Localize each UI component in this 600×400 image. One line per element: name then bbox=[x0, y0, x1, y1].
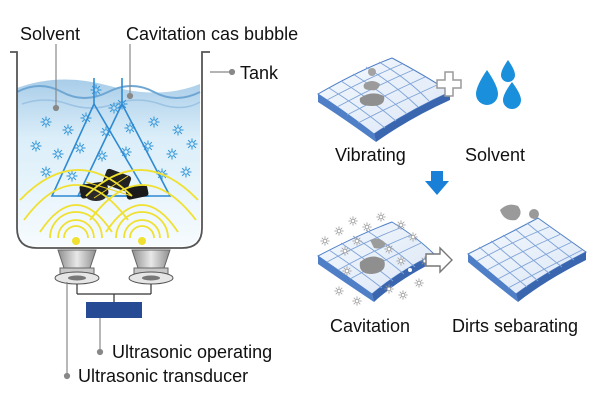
ultrasonic-transducer-left bbox=[54, 249, 100, 285]
label-cavitation: Cavitation bbox=[330, 316, 411, 336]
down-arrow-icon bbox=[425, 171, 449, 195]
label-ultrasonic-transducer: Ultrasonic transducer bbox=[78, 366, 249, 386]
ultrasonic-operating-unit bbox=[86, 302, 142, 318]
tank-outline bbox=[10, 51, 210, 249]
label-tank: Tank bbox=[240, 63, 279, 83]
label-vibrating: Vibrating bbox=[335, 145, 406, 165]
plus-icon bbox=[436, 71, 462, 97]
ultrasonic-waves bbox=[19, 169, 199, 239]
label-dirts-separating: Dirts sebarating bbox=[452, 316, 579, 336]
tank bbox=[10, 51, 210, 249]
wiring bbox=[76, 284, 152, 302]
right-arrow-icon bbox=[425, 246, 453, 274]
label-ultrasonic-operating: Ultrasonic operating bbox=[112, 342, 273, 362]
water-drops-icon bbox=[476, 60, 521, 109]
leader-lines bbox=[52, 44, 236, 380]
label-solvent-right: Solvent bbox=[465, 145, 526, 165]
label-solvent-left: Solvent bbox=[20, 24, 81, 44]
water-surface bbox=[16, 85, 201, 99]
tile-grid-icon-clean bbox=[467, 217, 587, 302]
tile-grid-icon-vibrating bbox=[317, 57, 452, 142]
dirt-particle-icon bbox=[500, 204, 539, 221]
tile-grid-icon-cavitation bbox=[317, 221, 435, 302]
label-cavitation-bubble: Cavitation cas bubble bbox=[126, 24, 299, 44]
water bbox=[17, 79, 200, 246]
ultrasonic-transducer-right bbox=[128, 249, 174, 285]
